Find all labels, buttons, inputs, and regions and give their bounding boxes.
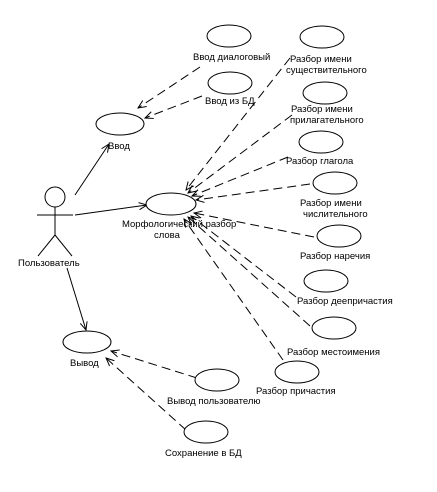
label-adj-line2: прилагательного xyxy=(290,115,364,126)
usecase-gerund xyxy=(303,269,349,293)
dep-adj-morph xyxy=(188,114,293,193)
label-morph-line1: Морфологический разбор xyxy=(122,219,236,230)
label-vvod: Ввод xyxy=(108,141,130,152)
actor-user xyxy=(37,186,73,257)
usecase-vyvod-user xyxy=(194,368,240,392)
usecase-save-bd xyxy=(183,420,229,444)
usecase-noun xyxy=(299,25,345,49)
label-numeral-line1: Разбор имени xyxy=(300,198,362,209)
usecase-morph xyxy=(145,192,197,216)
usecase-numeral xyxy=(312,171,358,195)
dep-adverb-morph xyxy=(194,213,315,238)
dep-verb-morph xyxy=(192,156,289,196)
label-morph-line2: слова xyxy=(154,230,181,241)
dep-bd-vvod xyxy=(145,95,203,118)
dep-participle-morph xyxy=(184,219,284,361)
label-vvod-bd: Ввод из БД xyxy=(205,96,255,107)
label-noun-line1: Разбор имени xyxy=(290,54,352,65)
dep-dialog-vvod xyxy=(138,66,201,108)
usecase-adj xyxy=(302,81,348,105)
assoc-actor-morph xyxy=(74,205,147,216)
label-vyvod-user: Вывод пользователю xyxy=(167,396,261,407)
assoc-actor-vvod xyxy=(74,144,109,196)
label-save-bd: Сохранение в БД xyxy=(165,448,242,459)
label-vyvod: Вывод xyxy=(70,358,99,369)
usecase-participle xyxy=(274,360,320,384)
usecase-vvod-dialog xyxy=(206,24,252,48)
label-verb: Разбор глагола xyxy=(286,156,354,167)
actor-label: Пользователь xyxy=(18,258,80,269)
dep-pronoun-morph xyxy=(188,217,311,327)
label-adj-line1: Разбор имени xyxy=(291,104,353,115)
usecase-pronoun xyxy=(311,316,357,340)
label-adverb: Разбор наречия xyxy=(300,251,370,262)
label-gerund: Разбор деепричастия xyxy=(297,296,393,307)
usecase-verb xyxy=(298,130,344,154)
usecase-vvod-bd xyxy=(207,71,253,95)
label-pronoun: Разбор местоимения xyxy=(287,347,380,358)
dep-noun-morph xyxy=(186,57,291,190)
usecase-adverb xyxy=(316,224,362,248)
label-noun-line2: существительного xyxy=(286,65,367,76)
dep-numeral-morph xyxy=(196,183,311,200)
dep-savebd-vyvod xyxy=(106,358,187,431)
label-participle: Разбор причастия xyxy=(256,386,336,397)
usecase-vyvod xyxy=(62,330,112,354)
label-vvod-dialog: Ввод диалоговый xyxy=(193,52,270,63)
dep-vyvoduser-vyvod xyxy=(111,351,198,379)
dep-gerund-morph xyxy=(191,216,297,298)
label-numeral-line2: числительного xyxy=(303,209,368,220)
usecase-vvod xyxy=(95,112,145,136)
assoc-actor-vyvod xyxy=(66,267,86,330)
